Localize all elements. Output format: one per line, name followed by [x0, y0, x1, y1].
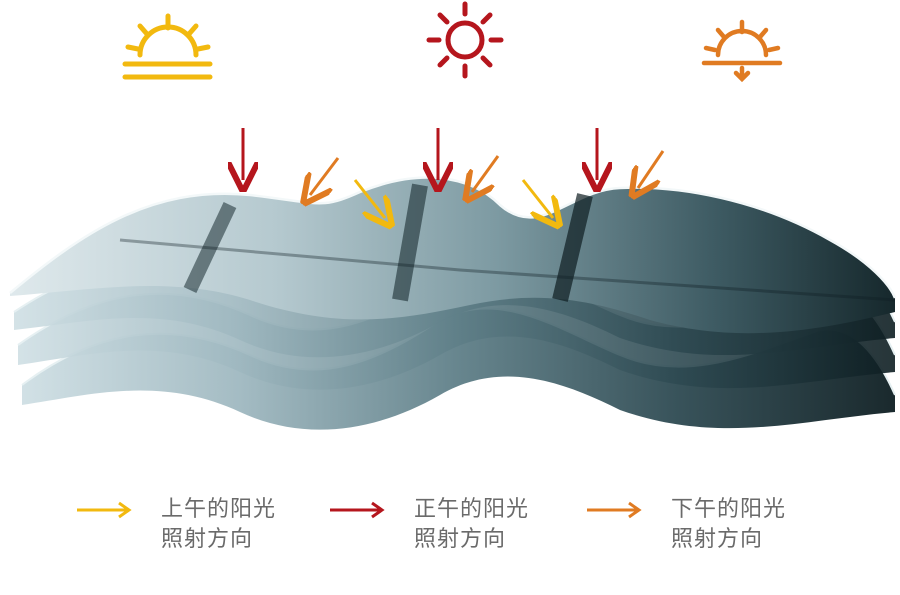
legend-afternoon-label: 下午的阳光 照射方向: [671, 495, 786, 555]
legend-morning-label: 上午的阳光 照射方向: [161, 495, 276, 555]
legend-morning-line1: 上午的阳光: [161, 497, 277, 522]
sun-icon: [426, 1, 504, 79]
legend-noon-line1: 正午的阳光: [414, 497, 530, 522]
legend-morning: 上午的阳光 照射方向: [75, 495, 276, 555]
legend-afternoon-line2: 照射方向: [671, 527, 764, 552]
legend-afternoon-line1: 下午的阳光: [671, 497, 787, 522]
legend-morning-line2: 照射方向: [161, 527, 254, 552]
morning-arrow: [353, 179, 385, 218]
afternoon-arrow: [310, 157, 340, 195]
legend-noon-label: 正午的阳光 照射方向: [414, 495, 529, 555]
sunrise-icon: [122, 13, 213, 80]
noon-legend-arrow-icon: [330, 501, 385, 519]
afternoon-arrow: [472, 155, 500, 192]
afternoon-legend-arrow-icon: [587, 501, 642, 519]
sunset-icon: [701, 19, 783, 83]
legend-afternoon: 下午的阳光 照射方向: [585, 495, 786, 555]
afternoon-arrow: [638, 150, 665, 188]
light-arrows: [243, 128, 665, 218]
tile-layer-top: [9, 176, 897, 334]
morning-legend-arrow-icon: [77, 501, 132, 519]
legend-noon-line2: 照射方向: [414, 527, 507, 552]
morning-arrow: [521, 179, 553, 218]
legend-noon: 正午的阳光 照射方向: [328, 495, 529, 555]
